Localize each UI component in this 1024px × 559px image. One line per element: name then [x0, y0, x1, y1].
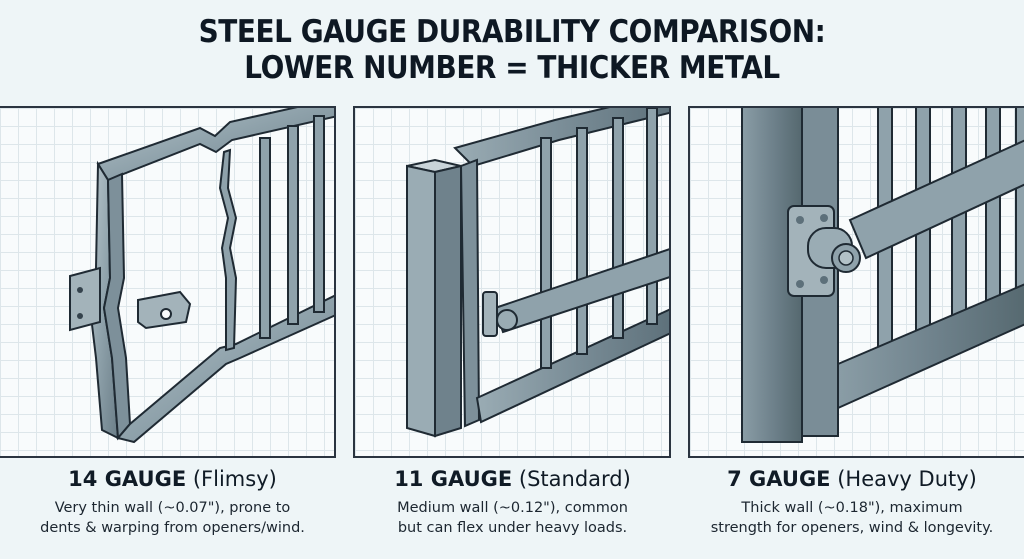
panel-11-gauge: [353, 106, 671, 458]
panel-14-gauge: [0, 106, 336, 458]
title-line-1: STEEL GAUGE DURABILITY COMPARISON:: [198, 14, 826, 50]
caption-11-gauge: 11 GAUGE (Standard) Medium wall (~0.12")…: [345, 466, 680, 538]
page-title: STEEL GAUGE DURABILITY COMPARISON: LOWER…: [51, 14, 973, 86]
heavy-duty-gate-illustration: [741, 108, 1024, 443]
gauge-heading: 11 GAUGE (Standard): [394, 467, 631, 491]
caption-14-gauge: 14 GAUGE (Flimsy) Very thin wall (~0.07"…: [0, 466, 345, 538]
title-line-2: LOWER NUMBER = THICKER METAL: [244, 50, 780, 86]
gauge-heading: 14 GAUGE (Flimsy): [68, 467, 277, 491]
bent-gate-illustration: [69, 108, 334, 444]
caption-7-gauge: 7 GAUGE (Heavy Duty) Thick wall (~0.18")…: [680, 466, 1024, 538]
panel-7-gauge: [688, 106, 1024, 458]
gauge-heading: 7 GAUGE (Heavy Duty): [727, 467, 977, 491]
standard-gate-illustration: [406, 108, 669, 438]
